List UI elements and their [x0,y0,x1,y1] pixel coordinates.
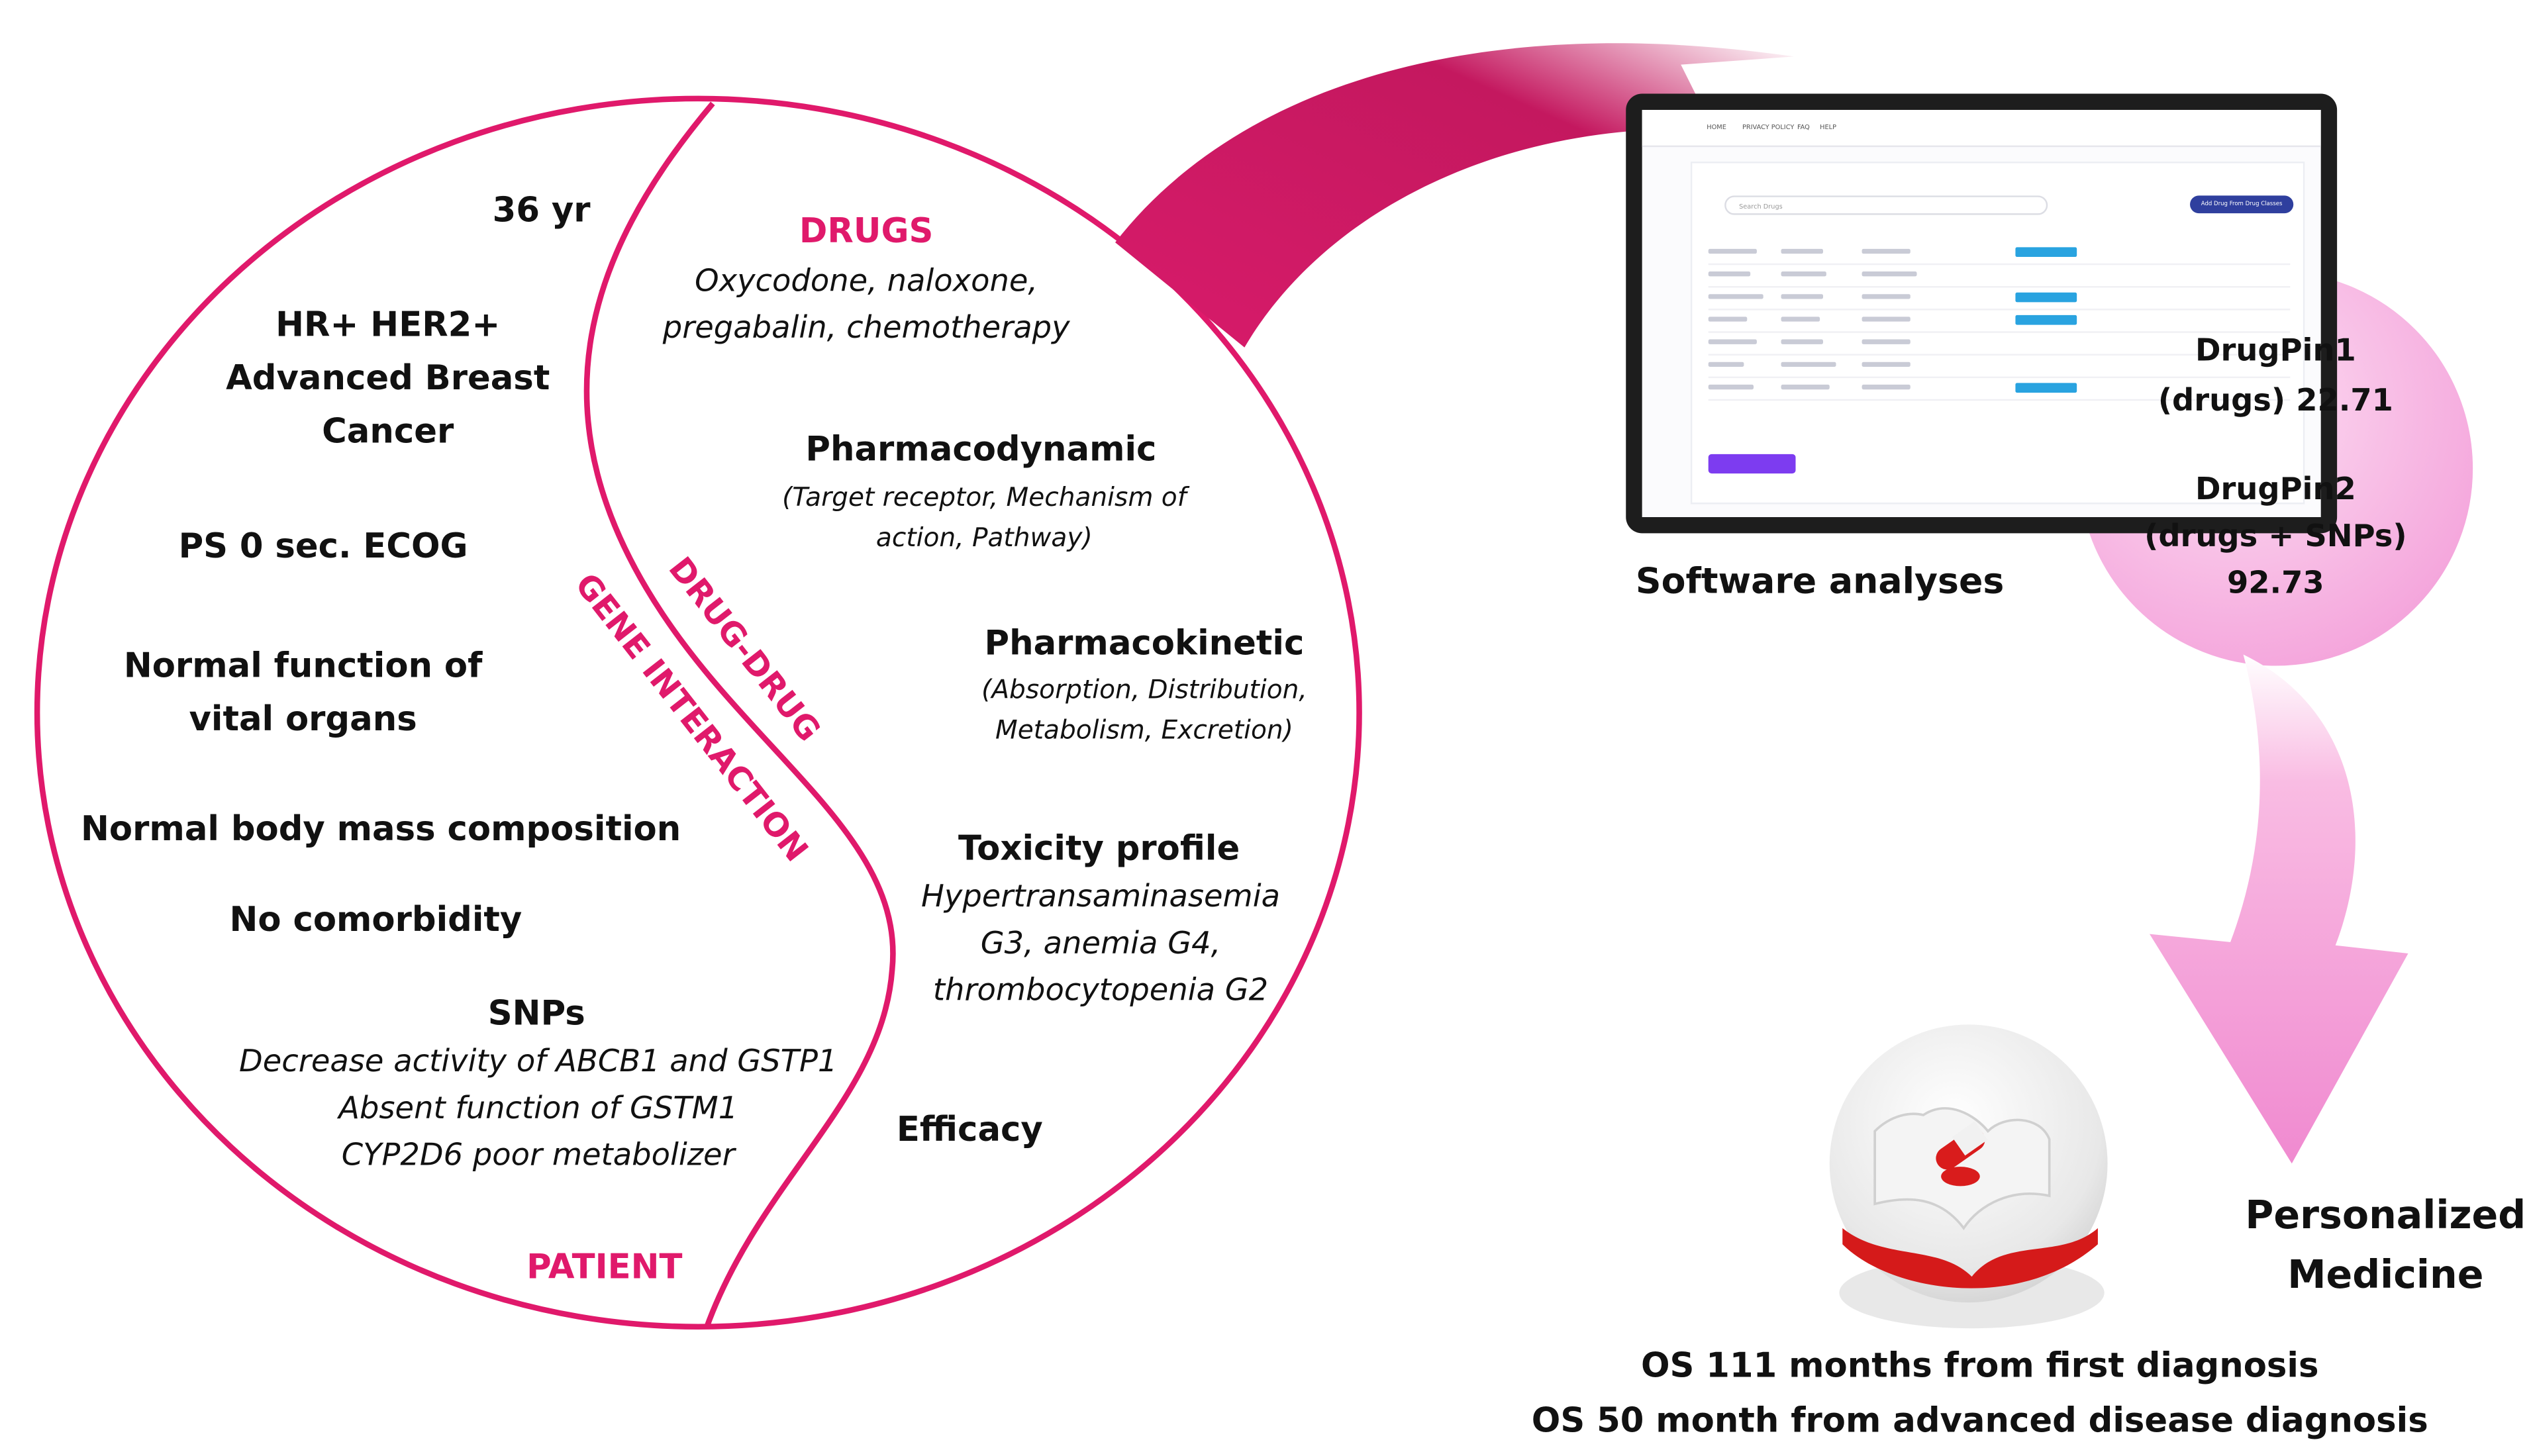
puzzle-ball [1829,1024,2108,1329]
body-mass: Normal body mass composition [81,809,681,849]
table-row [1708,380,2291,401]
patient-age: 36 yr [492,190,591,230]
app-screen: HOME PRIVACY POLICY FAQ HELP Search Drug… [1642,109,2321,517]
save-therapy-button[interactable] [1708,454,1796,474]
comorbidity: No comorbidity [229,900,522,940]
arrow-to-outcome [2150,654,2408,1164]
laptop-bezel: HOME PRIVACY POLICY FAQ HELP Search Drug… [1626,93,2338,534]
drugpin2-score: DrugPin2(drugs + SNPs)92.73 [2144,471,2407,601]
add-drug-button[interactable]: Add Drug From Drug Classes [2190,195,2294,214]
nav-help[interactable]: HELP [1820,122,1836,131]
divider-curve [583,101,896,1330]
therapy-panel: Search Drugs Add Drug From Drug Classes [1690,162,2305,505]
laptop-screenshot: HOME PRIVACY POLICY FAQ HELP Search Drug… [1616,62,2412,534]
arrow-to-software [1115,43,1795,348]
pd-title: Pharmacodynamic [805,430,1157,469]
patient-label: PATIENT [526,1247,683,1286]
search-input[interactable]: Search Drugs [1724,195,2048,215]
table-row [1708,357,2291,379]
snps-title: SNPs [487,993,585,1033]
efficacy: Efficacy [896,1110,1043,1149]
nav-home[interactable]: HOME [1707,122,1726,131]
drugs-list: Oxycodone, naloxone,pregabalin, chemothe… [662,263,1070,346]
drugpin1-score: DrugPin1(drugs) 22.71 [2158,332,2393,419]
software-caption: Software analyses [1635,562,2005,603]
nav-privacy[interactable]: PRIVACY POLICY [1742,122,1795,131]
pill-icon [1936,1121,1988,1187]
table-row [1708,334,2291,356]
nav-faq[interactable]: FAQ [1797,122,1810,131]
table-row [1708,289,2291,311]
tox-title: Toxicity profile [958,829,1240,868]
pk-detail: (Absorption, Distribution,Metabolism, Ex… [981,673,1307,746]
performance-status: PS 0 sec. ECOG [178,526,468,566]
pk-title: Pharmacokinetic [984,624,1305,663]
app-navbar: HOME PRIVACY POLICY FAQ HELP [1642,109,2321,148]
table-row [1708,244,2291,266]
drugs-title: DRUGS [799,211,934,251]
main-circle [34,95,1362,1330]
table-row [1708,267,2291,288]
table-row [1708,312,2291,333]
